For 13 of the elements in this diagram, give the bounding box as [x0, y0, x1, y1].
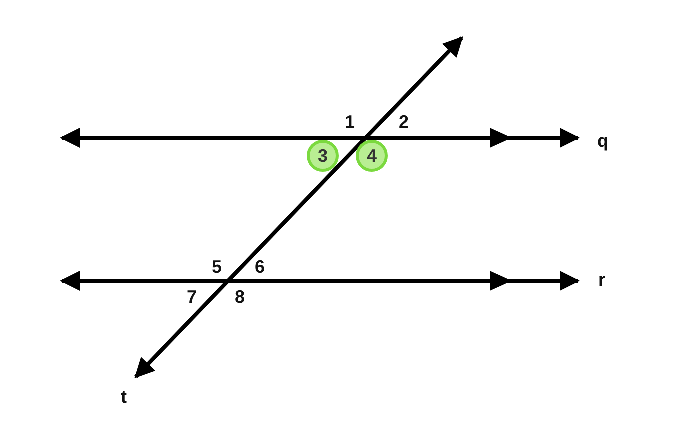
angle-number: 5: [212, 257, 222, 277]
line-name: t: [121, 387, 127, 407]
angle-number: 6: [255, 257, 265, 277]
line-name: r: [598, 270, 606, 290]
angle-number: 1: [345, 112, 355, 132]
angle-number: 7: [187, 287, 197, 307]
angle-number: 4: [366, 146, 377, 166]
highlight-circle: [356, 140, 388, 172]
highlight-circle: [307, 140, 339, 172]
angle-number: 3: [318, 146, 328, 166]
angle-number: 8: [235, 287, 245, 307]
line-name: q: [598, 131, 608, 151]
angle-number: 2: [399, 112, 409, 132]
